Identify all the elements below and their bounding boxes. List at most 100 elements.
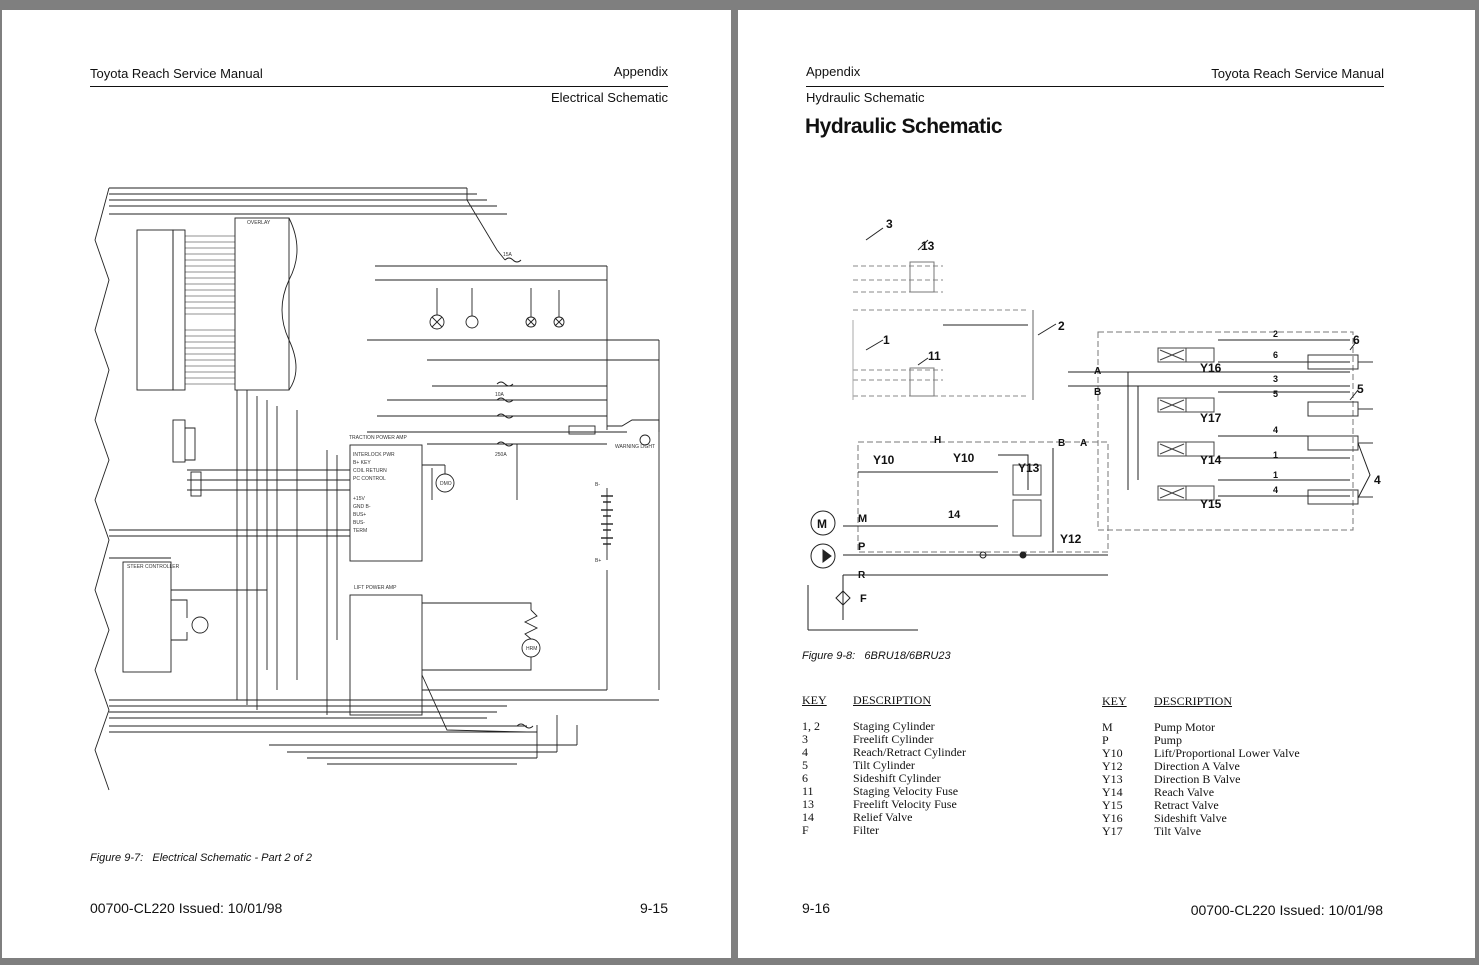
key-right-4-key: Y13 — [1102, 772, 1123, 786]
key-left-0-desc: Staging Cylinder — [853, 719, 935, 733]
label-plus15v: +15V — [353, 496, 365, 502]
right-header-section: Appendix — [806, 64, 861, 79]
key-right-2-key: Y10 — [1102, 746, 1123, 760]
key-left-0-key: 1, 2 — [802, 719, 820, 733]
left-footer-doc: 00700-CL220 Issued: 10/01/98 — [90, 900, 283, 916]
right-header-title: Toyota Reach Service Manual — [1211, 66, 1384, 81]
label-overlay: OVERLAY — [247, 220, 271, 226]
right-figure-label: Figure 9-8: — [802, 650, 856, 662]
key-left-8-desc: Filter — [853, 823, 879, 837]
label-traction-motor: DMO — [440, 481, 452, 487]
line-label-1: 1 — [1273, 450, 1278, 460]
line-label-4: 4 — [1273, 425, 1278, 435]
key-left-2-desc: Reach/Retract Cylinder — [853, 745, 966, 759]
label-y13: Y13 — [1018, 461, 1040, 475]
key-header-left: KEY — [802, 693, 827, 707]
label-lift-amp: LIFT POWER AMP — [354, 585, 397, 591]
key-right-5-desc: Reach Valve — [1154, 785, 1215, 799]
key-left-7-desc: Relief Valve — [853, 810, 913, 824]
label-bus-plus: BUS+ — [353, 512, 366, 518]
label-a2: A — [1080, 438, 1087, 449]
label-steer-controller: STEER CONTROLLER — [127, 564, 180, 570]
label-b: B — [1094, 387, 1101, 398]
key-right-3-key: Y12 — [1102, 759, 1123, 773]
right-page: Appendix Toyota Reach Service Manual Hyd… — [738, 10, 1475, 958]
key-left-3-desc: Tilt Cylinder — [853, 758, 915, 772]
key-right-3-desc: Direction A Valve — [1154, 759, 1240, 773]
line-label-2: 2 — [1273, 329, 1278, 339]
key-right-4-desc: Direction B Valve — [1154, 772, 1241, 786]
label-gnd-b: GND B- — [353, 504, 371, 510]
right-footer-doc: 00700-CL220 Issued: 10/01/98 — [1190, 902, 1383, 918]
key-left-4-key: 6 — [802, 771, 808, 785]
label-a: A — [1094, 366, 1101, 377]
label-m: M — [817, 517, 827, 531]
label-bus-minus: BUS- — [353, 520, 365, 526]
label-13: 13 — [921, 239, 935, 253]
label-h: H — [934, 435, 941, 446]
key-right-0-desc: Pump Motor — [1154, 720, 1216, 734]
key-right-7-key: Y16 — [1102, 811, 1123, 825]
hydraulic-schematic: 3 13 2 1 11 6 5 4 A B H B A Y16 Y17 Y14 … — [807, 217, 1381, 631]
label-5: 5 — [1357, 382, 1364, 396]
key-right-7-desc: Sideshift Valve — [1154, 811, 1227, 825]
right-figure-title: 6BRU18/6BRU23 — [864, 650, 951, 662]
key-right-6-key: Y15 — [1102, 798, 1123, 812]
right-header-rule — [806, 86, 1384, 87]
label-4: 4 — [1374, 473, 1381, 487]
label-m-port: M — [858, 513, 867, 525]
electrical-schematic: OVERLAY TRACTION POWER AMP LIFT POWER AM… — [94, 187, 660, 791]
label-11: 11 — [928, 349, 941, 363]
key-left-5-desc: Staging Velocity Fuse — [853, 784, 959, 798]
left-figure-caption: Figure 9-7: Electrical Schematic - Part … — [90, 852, 312, 864]
line-label-6: 6 — [1273, 350, 1278, 360]
label-p: P — [858, 541, 865, 553]
label-fuse-250a: 250A — [495, 452, 507, 458]
key-right-2-desc: Lift/Proportional Lower Valve — [1154, 746, 1300, 760]
left-page-number: 9-15 — [639, 900, 668, 916]
label-y10b: Y10 — [953, 451, 975, 465]
desc-header-left: DESCRIPTION — [853, 693, 932, 707]
key-header-right: KEY — [1102, 694, 1127, 708]
label-y16: Y16 — [1200, 361, 1222, 375]
label-warning-light: WARNING LIGHT — [615, 444, 655, 450]
label-14: 14 — [948, 509, 961, 521]
label-2: 2 — [1058, 319, 1065, 333]
line-label-4b: 4 — [1273, 485, 1278, 495]
label-6: 6 — [1353, 333, 1360, 347]
key-left-5-key: 11 — [802, 784, 814, 798]
label-term: TERM — [353, 528, 367, 534]
label-3: 3 — [886, 217, 893, 231]
key-left-8-key: F — [802, 823, 809, 837]
key-right-8-key: Y17 — [1102, 824, 1123, 838]
right-subheader: Hydraulic Schematic — [806, 90, 925, 105]
label-b2: B — [1058, 438, 1065, 449]
label-1: 1 — [883, 333, 890, 347]
label-pc-control: PC CONTROL — [353, 476, 386, 482]
label-traction-amp: TRACTION POWER AMP — [349, 435, 407, 441]
page-title: Hydraulic Schematic — [805, 115, 1003, 138]
label-lift-motor: HRM — [526, 646, 537, 652]
label-fuse-10a: 10A — [495, 392, 505, 398]
line-label-5: 5 — [1273, 389, 1278, 399]
label-r: R — [858, 570, 866, 581]
label-y15: Y15 — [1200, 497, 1222, 511]
label-y17: Y17 — [1200, 411, 1222, 425]
label-y10a: Y10 — [873, 453, 895, 467]
line-label-3: 3 — [1273, 374, 1278, 384]
label-fuse-15a: 15A — [503, 252, 513, 258]
key-right-1-desc: Pump — [1154, 733, 1183, 747]
key-left-1-key: 3 — [802, 732, 808, 746]
label-y12: Y12 — [1060, 532, 1082, 546]
left-header-title: Toyota Reach Service Manual — [90, 66, 263, 81]
left-header-rule — [90, 86, 668, 87]
key-right-1-key: P — [1102, 733, 1109, 747]
right-page-number: 9-16 — [802, 900, 831, 916]
left-header-section: Appendix — [613, 64, 668, 79]
left-page: Toyota Reach Service Manual Appendix Ele… — [2, 10, 731, 958]
label-b-key: B+ KEY — [353, 460, 371, 466]
desc-header-right: DESCRIPTION — [1154, 694, 1233, 708]
key-left-2-key: 4 — [802, 745, 808, 759]
left-subheader: Electrical Schematic — [550, 90, 668, 105]
key-right-8-desc: Tilt Valve — [1154, 824, 1202, 838]
